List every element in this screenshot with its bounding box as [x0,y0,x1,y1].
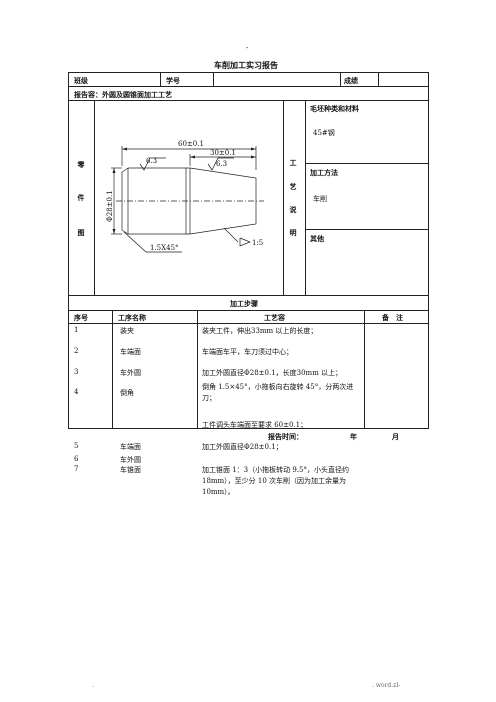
roughness-left-value: 6.3 [146,157,157,165]
taper-symbol [239,237,251,247]
method-value: 车削 [313,195,327,203]
steps-header-name: 工序名称 [118,313,146,322]
part-drawing-label-2: 件 [77,193,85,202]
steps-header-content: 工艺容 [264,313,285,322]
footer-right: . word.zl- [372,682,401,689]
step-content: 加工外圆直径Φ28±0.1； [202,442,283,451]
step-no: 7 [74,464,79,473]
footer-left: . [92,682,94,689]
taper-leader [223,227,239,243]
process-notes-label-4: 明 [289,228,297,237]
overall-length-dim: 60±0.1 [178,140,204,148]
step-content: 加工外圆直径Φ28±0.1，长度30mm 以上； [202,368,343,377]
step-content: 倒角 1.5×45°，小拖板向右旋转 45°，分两次进刀； [202,382,354,402]
roughness-left-symbol [139,157,166,171]
process-notes-label-2: 艺 [289,182,297,191]
process-notes-label-1: 工 [289,158,297,167]
process-notes-label-3: 说 [289,205,297,214]
chamfer-dim: 1.5X45° [150,244,179,252]
part-drawing: 60±0.1 30±0.1 6.3 6.3 1.5X45° 1:5 Φ28±0.… [106,140,264,253]
steps-header-no: 序号 [74,313,88,322]
step-no: 2 [74,347,79,356]
taper-ratio-dim: 1:5 [252,239,263,247]
part-drawing-label-1: 零 [77,160,85,169]
step-name: 车端面 [120,348,141,357]
step-name: 车端面 [120,442,141,451]
step-no: 1 [74,326,79,334]
score-label: 成绩 [344,76,358,85]
step-content: 车端面车平，车刀须过中心； [202,348,293,357]
diameter-dim: Φ28±0.1 [106,190,114,222]
other-title: 其他 [310,234,324,243]
roughness-right-symbol [207,157,234,171]
method-title: 加工方法 [310,168,338,177]
step-name: 车外圆 [120,455,141,464]
step-name: 装夹 [120,327,134,335]
student-no-label: 学号 [166,76,180,85]
top-mark: - [246,44,249,52]
part-drawing-label-3: 图 [77,228,85,237]
chamfer-leader [123,231,182,253]
page-title: 车削加工实习报告 [214,60,278,70]
blank-title: 毛坯种类和材料 [310,104,359,113]
step-content: 加工锥面 1：3（小拖板转动 9.5°，小头直径约 18mm），至少分 10 次… [202,465,349,496]
step-name: 车外圆 [120,368,141,377]
report-date-label: 报告时间： [268,432,303,441]
step-content: 装夹工件，伸出33mm 以上的长度； [202,327,318,335]
step-no: 5 [74,441,79,450]
step-name: 车锥面 [120,465,141,474]
steps-header-remark: 备 注 [382,313,403,322]
step-no: 3 [74,367,79,376]
step-no: 6 [74,454,79,463]
taper-length-dim: 30±0.1 [210,149,236,157]
blank-value: 45#钢 [313,129,335,137]
steps-section-title: 加工步骤 [230,299,258,308]
step-name: 倒角 [120,388,134,397]
roughness-right-value: 6.3 [216,160,227,168]
step-content: 工件调头车端面至要求 60±0.1； [202,421,308,430]
report-date-month: 月 [392,432,399,441]
class-label: 班级 [74,76,88,85]
report-date-year: 年 [350,432,357,441]
report-title: 报告容：外圆及圆锥面加工工艺 [74,90,172,99]
step-no: 4 [74,387,79,396]
